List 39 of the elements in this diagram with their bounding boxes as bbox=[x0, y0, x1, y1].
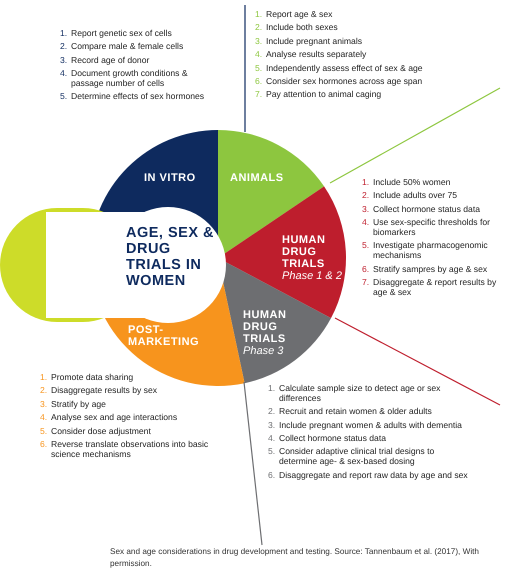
list-item: 3. Include pregnant animals bbox=[255, 36, 364, 47]
list-item: 4. Analyse sex and age interactions bbox=[40, 413, 178, 423]
list-item: 1. Calculate sample size to detect age or sex differences bbox=[268, 384, 442, 404]
list-item: 1. Report genetic sex of cells bbox=[60, 29, 173, 39]
phase-label: Phase 3 bbox=[243, 345, 284, 358]
list-item: 1. Promote data sharing bbox=[40, 373, 134, 383]
list-item: 2. Compare male & female cells bbox=[60, 42, 184, 52]
caption: Sex and age considerations in drug development and testing. Source: Tannenbaum et al. (2017), With permission. bbox=[110, 546, 480, 570]
segment-label: POST-MARKETING bbox=[128, 324, 200, 348]
list-item: 5. Consider dose adjustment bbox=[40, 426, 152, 436]
list-item: 2. Include both sexes bbox=[255, 23, 339, 34]
list-item: 4. Document growth conditions & passage number of cells bbox=[60, 69, 189, 89]
list-item: 6. Consider sex hormones across age span bbox=[255, 76, 424, 87]
list-item: 5. Consider adaptive clinical trial designs to determine age- & sex-based dosing bbox=[268, 447, 436, 468]
segment-label: HUMAN DRUG TRIALS bbox=[282, 234, 326, 270]
list-item: 4. Collect hormone status data bbox=[268, 434, 388, 444]
list-item: 4. Analyse results separately bbox=[255, 50, 368, 60]
list-item: 7. Pay attention to animal caging bbox=[255, 90, 382, 100]
list-item: 3. Collect hormone status data bbox=[362, 204, 482, 215]
list-item: 5. Independently assess effect of sex & age bbox=[255, 64, 424, 74]
segment-label: IN VITRO bbox=[144, 172, 197, 184]
list-item: 5. Determine effects of sex hormones bbox=[60, 92, 206, 102]
list-item: 3. Record age of donor bbox=[60, 56, 150, 66]
list-item: 2. Recruit and retain women & older adults bbox=[268, 407, 433, 418]
list-item: 6. Disaggregate and report raw data by age and sex bbox=[268, 470, 469, 480]
list-item: 1. Include 50% women bbox=[362, 178, 452, 188]
list-item: 5. Investigate pharmacogenomic mechanisms bbox=[362, 241, 489, 262]
segment-label: ANIMALS bbox=[230, 172, 285, 184]
segment-label: HUMAN DRUG TRIALS bbox=[243, 309, 288, 346]
list-item: 6. Stratify sampres by age & sex bbox=[362, 264, 488, 274]
list-item: 4. Use sex-specific thresholds for biomarkers bbox=[362, 218, 492, 238]
list-item: 1. Report age & sex bbox=[255, 10, 334, 20]
phase-label: Phase 1 & 2 bbox=[282, 270, 343, 282]
list-item: 2. Disaggregate results by sex bbox=[40, 386, 158, 396]
list-item: 2. Include adults over 75 bbox=[362, 191, 458, 202]
list-item: 3. Stratify by age bbox=[40, 400, 107, 410]
list-item: 6. Reverse translate observations into basic science mechanisms bbox=[40, 440, 210, 460]
list-item: 7. Disaggregate & report results by age & sex bbox=[362, 278, 498, 298]
list-item: 3. Include pregnant women & adults with dementia bbox=[268, 420, 463, 430]
